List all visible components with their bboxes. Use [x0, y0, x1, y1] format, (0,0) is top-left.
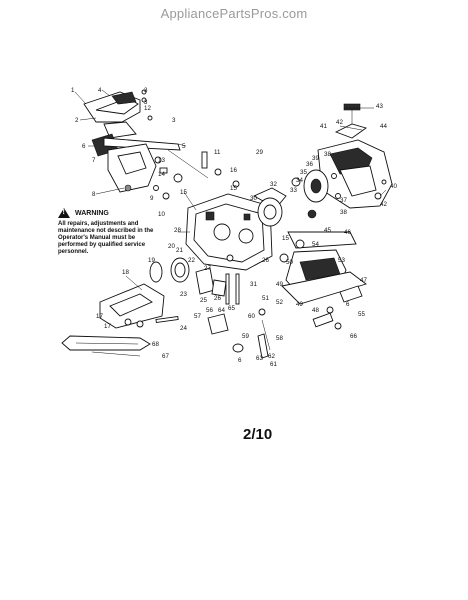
svg-text:15: 15 — [180, 189, 187, 196]
svg-text:15: 15 — [282, 235, 289, 242]
svg-text:6: 6 — [82, 143, 86, 150]
flywheel-assembly — [252, 169, 341, 227]
svg-text:13: 13 — [158, 157, 165, 164]
svg-text:29: 29 — [256, 149, 263, 156]
svg-text:36: 36 — [306, 161, 313, 168]
sprocket-cover — [99, 283, 179, 329]
svg-text:48: 48 — [312, 307, 319, 314]
guide-bar — [61, 335, 151, 357]
svg-text:52: 52 — [276, 299, 283, 306]
svg-text:5: 5 — [182, 143, 186, 150]
svg-text:50: 50 — [286, 259, 293, 266]
svg-text:23: 23 — [180, 291, 187, 298]
svg-text:19: 19 — [148, 257, 155, 264]
clutch-parts — [149, 257, 240, 305]
svg-text:14: 14 — [158, 171, 165, 178]
svg-text:40: 40 — [390, 183, 397, 190]
small-fasteners — [153, 149, 240, 200]
svg-text:61: 61 — [270, 361, 277, 368]
svg-text:45: 45 — [324, 227, 331, 234]
svg-text:38: 38 — [324, 151, 331, 158]
svg-text:58: 58 — [276, 335, 283, 342]
page-number: 2/10 — [243, 426, 273, 443]
svg-text:63: 63 — [256, 355, 263, 362]
svg-text:38: 38 — [340, 209, 347, 216]
svg-text:12: 12 — [144, 105, 151, 112]
svg-text:60: 60 — [248, 313, 255, 320]
svg-text:11: 11 — [214, 149, 221, 156]
svg-text:16: 16 — [230, 167, 237, 174]
svg-text:42: 42 — [380, 201, 387, 208]
warning-text: All repairs, adjustments and maintenance… — [58, 221, 154, 255]
svg-text:55: 55 — [358, 311, 365, 318]
svg-text:26: 26 — [214, 295, 221, 302]
svg-text:67: 67 — [162, 353, 169, 360]
warning-title: WARNING — [75, 209, 109, 217]
svg-text:10: 10 — [158, 211, 165, 218]
svg-text:68: 68 — [152, 341, 159, 348]
front-handle — [107, 143, 157, 193]
svg-text:35: 35 — [300, 169, 307, 176]
svg-text:1: 1 — [71, 87, 75, 94]
svg-text:64: 64 — [218, 307, 225, 314]
warning-icon: ! — [58, 208, 70, 218]
svg-text:37: 37 — [340, 197, 347, 204]
svg-text:21: 21 — [176, 247, 183, 254]
svg-text:56: 56 — [206, 307, 213, 314]
svg-text:25: 25 — [200, 297, 207, 304]
svg-text:15: 15 — [230, 185, 237, 192]
svg-text:47: 47 — [360, 277, 367, 284]
engine-crankcase — [185, 193, 273, 271]
svg-text:2: 2 — [75, 117, 79, 124]
warning-notice: ! WARNING All repairs, adjustments and m… — [58, 208, 158, 256]
svg-text:42: 42 — [336, 119, 343, 126]
svg-text:26: 26 — [262, 257, 269, 264]
svg-text:4: 4 — [98, 87, 102, 94]
svg-text:17: 17 — [104, 323, 111, 330]
chain-brake-cover — [279, 231, 367, 330]
oil-pump-parts — [207, 308, 334, 359]
svg-text:24: 24 — [180, 325, 187, 332]
svg-text:20: 20 — [168, 243, 175, 250]
svg-text:41: 41 — [320, 123, 327, 130]
part-number-labels: 1 4 3 3 12 2 3 6 5 7 13 14 8 9 10 11 16 … — [71, 87, 397, 368]
svg-text:6: 6 — [238, 357, 242, 364]
svg-text:3: 3 — [172, 117, 176, 124]
svg-text:9: 9 — [150, 195, 154, 202]
svg-text:53: 53 — [338, 257, 345, 264]
starter-housing — [317, 103, 393, 209]
svg-text:18: 18 — [122, 269, 129, 276]
svg-text:49: 49 — [296, 301, 303, 308]
svg-text:57: 57 — [194, 313, 201, 320]
svg-text:3: 3 — [144, 87, 148, 94]
svg-text:65: 65 — [228, 305, 235, 312]
svg-text:32: 32 — [270, 181, 277, 188]
svg-text:30: 30 — [250, 195, 257, 202]
site-watermark: AppliancePartsPros.com — [160, 6, 308, 21]
svg-text:39: 39 — [312, 155, 319, 162]
svg-text:33: 33 — [290, 187, 297, 194]
leader-lines — [74, 89, 387, 291]
svg-text:22: 22 — [188, 257, 195, 264]
svg-text:59: 59 — [242, 333, 249, 340]
svg-text:6: 6 — [346, 301, 350, 308]
svg-text:8: 8 — [92, 191, 96, 198]
svg-text:3: 3 — [144, 99, 148, 106]
svg-text:17: 17 — [96, 313, 103, 320]
svg-text:27: 27 — [204, 265, 211, 272]
svg-text:49: 49 — [276, 281, 283, 288]
svg-text:31: 31 — [250, 281, 257, 288]
svg-text:7: 7 — [92, 157, 96, 164]
svg-text:44: 44 — [380, 123, 387, 130]
top-handle-assembly — [83, 89, 153, 139]
svg-text:34: 34 — [296, 177, 303, 184]
svg-text:43: 43 — [376, 103, 383, 110]
svg-text:28: 28 — [174, 227, 181, 234]
svg-text:54: 54 — [312, 241, 319, 248]
svg-text:62: 62 — [268, 353, 275, 360]
svg-text:51: 51 — [262, 295, 269, 302]
svg-text:46: 46 — [344, 229, 351, 236]
svg-text:66: 66 — [350, 333, 357, 340]
